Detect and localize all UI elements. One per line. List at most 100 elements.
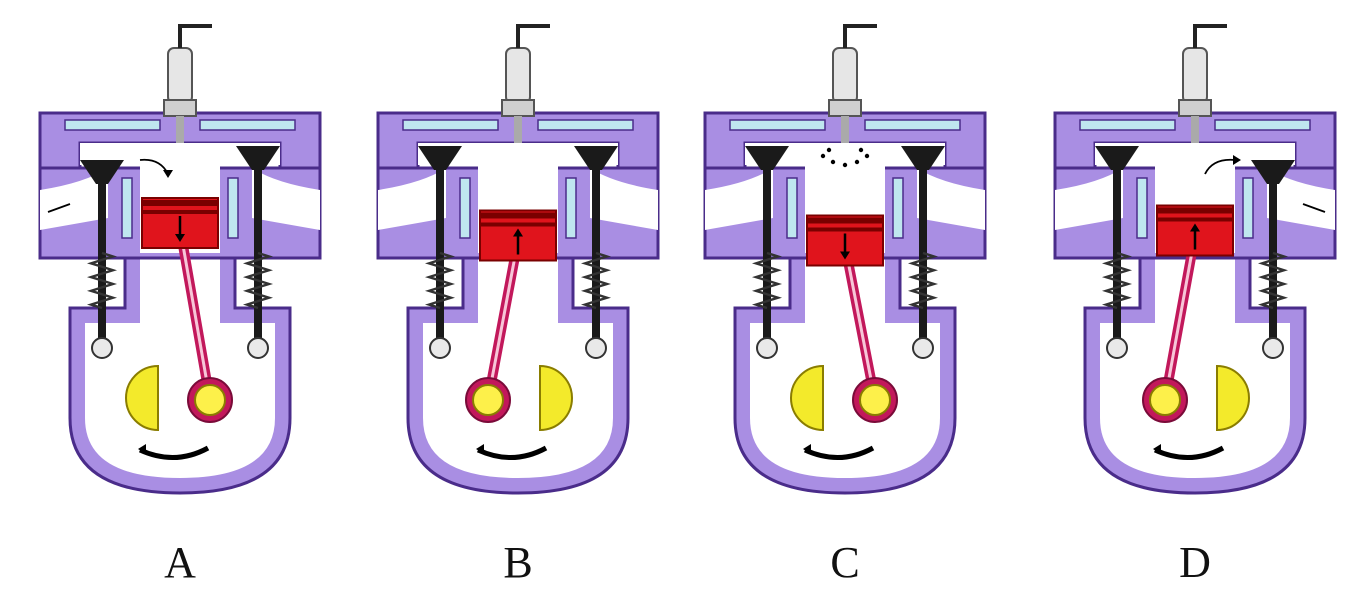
intake-valve-spring [1101,251,1133,310]
piston-ring-2 [142,210,218,214]
exhaust-port [252,168,320,230]
exhaust-cam-lobe [247,337,269,359]
crank-rotation-arrow [803,445,875,461]
exhaust-port-arrow [1302,203,1326,213]
crank-pin [194,384,226,416]
spark-plug-insulator [1182,47,1208,104]
intake-cam-lobe [429,337,451,359]
head-coolant-right [1214,119,1311,131]
connecting-rod-highlight [178,227,212,401]
crank-rotation-arrow [138,445,210,461]
panel-label-c: C [830,538,860,587]
spark-plug-hex [501,99,535,117]
intake-valve-head [1095,146,1139,170]
combustion-chamber [1095,143,1295,165]
head-coolant-left [1079,119,1176,131]
connecting-rod-highlight [486,240,520,401]
exhaust-valve-head [901,146,945,170]
piston-arrow-head [1190,223,1200,232]
connecting-rod-highlight [1163,235,1197,401]
head-coolant-left [64,119,161,131]
exhaust-valve-stem [919,146,927,356]
engine-panel-c: C [695,18,995,588]
head-coolant-right [199,119,296,131]
exhaust-valve-head [236,146,280,170]
crank-pin [1149,384,1181,416]
coolant-jacket-right [892,177,904,239]
spark-dot [854,159,860,165]
head-coolant-left [402,119,499,131]
engine-panel-a: A [30,18,330,588]
crank-rotation-arrow-head [476,444,484,454]
exhaust-valve-spring [580,251,612,310]
crank-counterweight [1216,364,1250,432]
intake-valve-spring [86,251,118,310]
panel-label-a: A [164,538,196,587]
engine-cylinder-drawing-d [1053,24,1337,495]
coolant-jacket-right [1242,177,1254,239]
intake-valve-stem [763,146,771,356]
piston-ring-2 [807,227,883,232]
exhaust-port [590,168,658,230]
intake-valve-head [745,146,789,170]
head-coolant-left [729,119,826,131]
exhaust-flow-arrow [1204,158,1236,175]
piston-ring-1 [807,217,883,224]
combustion-chamber [418,143,618,165]
crank-rotation-arrow-head [803,444,811,454]
crank-rotation-arrow [1153,445,1225,461]
crank-rotation-arrow-head [138,444,146,454]
crank-rotation-arrow-head [1153,444,1161,454]
combustion-chamber [80,143,280,165]
engine-panel-d: D [1045,18,1345,588]
exhaust-valve-spring [907,251,939,310]
engine-panel-b: B [368,18,668,588]
head-coolant-right [537,119,634,131]
spark-plug-electrode [841,116,849,143]
exhaust-port [1267,168,1335,230]
exhaust-valve-stem [254,146,262,356]
coolant-jacket-left [786,177,798,239]
piston-arrow-head [175,234,185,242]
piston-arrow-head [840,251,850,260]
spark-dot [842,162,848,168]
spark-plug-insulator [505,47,531,104]
head-coolant-right [864,119,961,131]
intake-port [1055,168,1123,230]
spark-plug-wire [178,24,212,48]
coolant-jacket-left [121,177,133,239]
exhaust-valve-stem [1269,160,1277,356]
combustion-chamber [745,143,945,165]
spark-dot [826,147,832,153]
crank-rotation-arrow [476,445,548,461]
intake-port-arrow [47,203,71,213]
piston-ring-1 [1157,207,1233,214]
intake-cam-lobe [756,337,778,359]
coolant-jacket-left [459,177,471,239]
intake-valve-head [80,160,124,184]
spark-plug-wire [843,24,877,48]
intake-valve-stem [1113,146,1121,356]
crank-counterweight [790,364,824,432]
intake-valve-stem [98,160,106,356]
engine-cylinder-drawing-a [38,24,322,495]
spark-plug-wire [516,24,550,48]
intake-valve-spring [424,251,456,310]
intake-port [378,168,446,230]
crank-pin [859,384,891,416]
spark-plug-hex [163,99,197,117]
exhaust-flow-arrow-head [1233,155,1241,165]
spark-dot [820,153,826,159]
exhaust-cam-lobe [912,337,934,359]
spark-plug-hex [828,99,862,117]
intake-valve-spring [751,251,783,310]
coolant-jacket-left [1136,177,1148,239]
coolant-jacket-right [565,177,577,239]
exhaust-valve-spring [242,251,274,310]
spark-plug-electrode [514,116,522,143]
exhaust-valve-head [1251,160,1295,184]
exhaust-valve-spring [1257,251,1289,310]
spark-plug-electrode [1191,116,1199,143]
piston-arrow-head [513,228,523,237]
